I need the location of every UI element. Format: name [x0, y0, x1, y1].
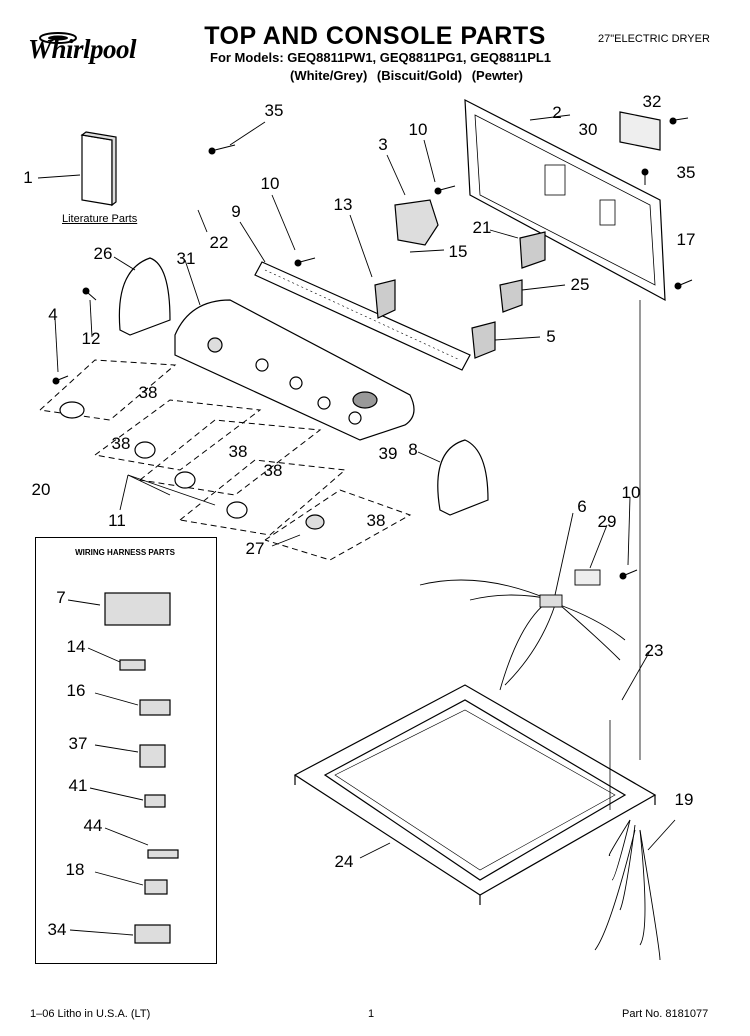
- callout-44: 44: [83, 816, 103, 835]
- callout-22: 22: [209, 233, 229, 252]
- callout-25: 25: [570, 275, 590, 294]
- wire-harness-19-drawing: [594, 819, 661, 961]
- callout-14: 14: [66, 637, 86, 656]
- wire-harness-drawing: [419, 569, 626, 691]
- callout-17: 17: [676, 230, 696, 249]
- console-drawing: [174, 299, 415, 441]
- callout-38-e: 38: [366, 511, 386, 530]
- callout-10-right: 10: [621, 483, 641, 502]
- callout-34: 34: [47, 920, 67, 939]
- callout-32: 32: [642, 92, 662, 111]
- literature-booklet-icon: [80, 131, 117, 207]
- logo-swoosh-icon: [39, 32, 77, 44]
- whirlpool-logo: [20, 28, 145, 72]
- callout-38-a: 38: [138, 383, 158, 402]
- footer-part-number: Part No. 8181077: [622, 1008, 709, 1020]
- callout-5: 5: [546, 327, 556, 346]
- callout-38-c: 38: [228, 442, 248, 461]
- harness-part-icons: [104, 592, 179, 944]
- callout-37: 37: [68, 734, 88, 753]
- finish-list: (White/Grey) (Biscuit/Gold) (Pewter): [290, 68, 524, 83]
- callout-41: 41: [68, 776, 88, 795]
- timer-icon: [394, 199, 439, 246]
- end-cap-right-icon: [437, 439, 489, 516]
- callout-8: 8: [408, 440, 418, 459]
- control-panel-strip: [254, 261, 471, 371]
- callout-9: 9: [231, 202, 241, 221]
- callout-21: 21: [472, 218, 492, 237]
- leader-lines: [37, 114, 676, 936]
- callout-10-middle: 10: [260, 174, 280, 193]
- callout-4: 4: [48, 305, 58, 324]
- callout-27: 27: [245, 539, 265, 558]
- model-list: For Models: GEQ8811PW1, GEQ8811PG1, GEQ8…: [210, 50, 552, 65]
- product-type: 27"ELECTRIC DRYER: [598, 33, 710, 45]
- wiring-harness-title: WIRING HARNESS PARTS: [75, 548, 175, 557]
- callout-38-b: 38: [111, 434, 131, 453]
- callout-30: 30: [578, 120, 598, 139]
- callout-29: 29: [597, 512, 617, 531]
- callout-11: 11: [108, 511, 126, 530]
- callout-3: 3: [378, 135, 388, 154]
- callout-18: 18: [65, 860, 85, 879]
- callout-15: 15: [448, 242, 468, 261]
- callout-12: 12: [81, 329, 101, 348]
- callout-6: 6: [577, 497, 587, 516]
- callout-24: 24: [334, 852, 354, 871]
- callout-31: 31: [176, 249, 196, 268]
- callout-26: 26: [93, 244, 113, 263]
- page-title: TOP AND CONSOLE PARTS: [204, 22, 546, 50]
- wiring-harness-box: [35, 537, 217, 964]
- knob-icons: [59, 401, 325, 530]
- callout-20: 20: [31, 480, 51, 499]
- dashed-group-outlines: [39, 359, 412, 561]
- callout-1: 1: [23, 168, 33, 187]
- callout-19: 19: [674, 790, 694, 809]
- callout-39: 39: [378, 444, 398, 463]
- callout-16: 16: [66, 681, 86, 700]
- footer-litho: 1–06 Litho in U.S.A. (LT): [30, 1008, 151, 1020]
- cover-plate-icon: [619, 111, 661, 151]
- callout-35-right: 35: [676, 163, 696, 182]
- callout-2: 2: [552, 103, 562, 122]
- callout-38-d: 38: [263, 461, 283, 480]
- end-cap-left-icon: [118, 257, 171, 336]
- callout-35-left: 35: [264, 101, 284, 120]
- brand-name: Whirlpool: [28, 34, 137, 64]
- back-panel-drawing: [464, 98, 666, 302]
- callout-10-top: 10: [408, 120, 428, 139]
- footer-page-number: 1: [368, 1008, 375, 1020]
- literature-parts-label: Literature Parts: [62, 213, 138, 225]
- switch-icons: [374, 231, 546, 359]
- dryer-top-drawing: [293, 684, 657, 905]
- callout-23: 23: [644, 641, 664, 660]
- callout-7: 7: [56, 588, 66, 607]
- callout-13: 13: [333, 195, 353, 214]
- screw-icons: [52, 117, 693, 580]
